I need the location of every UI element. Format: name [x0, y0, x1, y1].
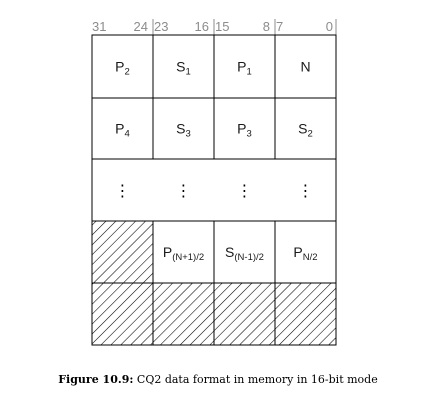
cell-label: P(N+1)/2 — [163, 244, 204, 263]
cell-symbol: P — [115, 121, 124, 137]
cell-symbol: P — [237, 121, 246, 137]
bit-label-7: 7 — [276, 19, 283, 34]
cell-subscript: N/2 — [303, 252, 318, 263]
cell-subscript: 1 — [186, 67, 191, 78]
cell-label: PN/2 — [293, 244, 317, 263]
cell-label: S3 — [176, 121, 191, 140]
vertical-ellipsis: ⋮ — [298, 181, 314, 200]
cell-subscript: 3 — [186, 129, 191, 140]
cell-subscript: 2 — [125, 67, 130, 78]
reserved-hatched-cell — [213, 282, 276, 346]
cell-label: P3 — [237, 121, 252, 140]
figure-caption-text: CQ2 data format in memory in 16-bit mode — [136, 373, 378, 386]
cell-label: S(N-1)/2 — [225, 244, 264, 263]
reserved-hatched-cell — [91, 220, 154, 284]
bit-label-16: 16 — [195, 19, 209, 34]
memory-cell — [91, 97, 154, 160]
bit-label-0: 0 — [326, 19, 333, 34]
memory-cell — [274, 97, 337, 160]
cell-symbol: P — [163, 244, 172, 260]
cell-symbol: P — [293, 244, 302, 260]
bit-label-31: 31 — [92, 19, 106, 34]
cell-subscript: 4 — [125, 129, 130, 140]
cell-symbol: N — [300, 59, 310, 75]
memory-cell — [152, 97, 215, 160]
cell-subscript: (N-1)/2 — [234, 252, 264, 263]
vertical-ellipsis: ⋮ — [115, 181, 131, 200]
ellipsis-row — [91, 158, 337, 222]
cell-label: S1 — [176, 59, 191, 78]
bit-label-24: 24 — [134, 19, 148, 34]
cell-symbol: P — [237, 59, 246, 75]
cell-subscript: (N+1)/2 — [172, 252, 204, 263]
memory-cell — [152, 220, 215, 284]
figure-caption: Figure 10.9: CQ2 data format in memory i… — [0, 373, 436, 386]
cell-symbol: S — [176, 121, 185, 137]
cell-label: P1 — [237, 59, 252, 78]
cell-subscript: 3 — [247, 129, 252, 140]
cell-symbol: P — [115, 59, 124, 75]
cell-label: P4 — [115, 121, 130, 140]
vertical-ellipsis: ⋮ — [237, 181, 253, 200]
memory-cell — [274, 220, 337, 284]
bit-label-23: 23 — [154, 19, 168, 34]
reserved-hatched-cell — [152, 282, 215, 346]
cell-label: S2 — [298, 121, 313, 140]
bit-label-15: 15 — [215, 19, 229, 34]
cell-symbol: S — [176, 59, 185, 75]
cell-subscript: 1 — [247, 67, 252, 78]
cell-label: P2 — [115, 59, 130, 78]
cell-symbol: S — [225, 244, 234, 260]
reserved-hatched-cell — [91, 282, 154, 346]
bit-label-8: 8 — [263, 19, 270, 34]
cell-symbol: S — [298, 121, 307, 137]
cell-label: N — [300, 59, 310, 75]
figure-number: Figure 10.9: — [58, 373, 134, 386]
vertical-ellipsis: ⋮ — [176, 181, 192, 200]
cell-subscript: 2 — [308, 129, 313, 140]
memory-cell — [213, 97, 276, 160]
reserved-hatched-cell — [274, 282, 337, 346]
memory-cell — [274, 34, 337, 99]
memory-cell — [91, 34, 154, 99]
